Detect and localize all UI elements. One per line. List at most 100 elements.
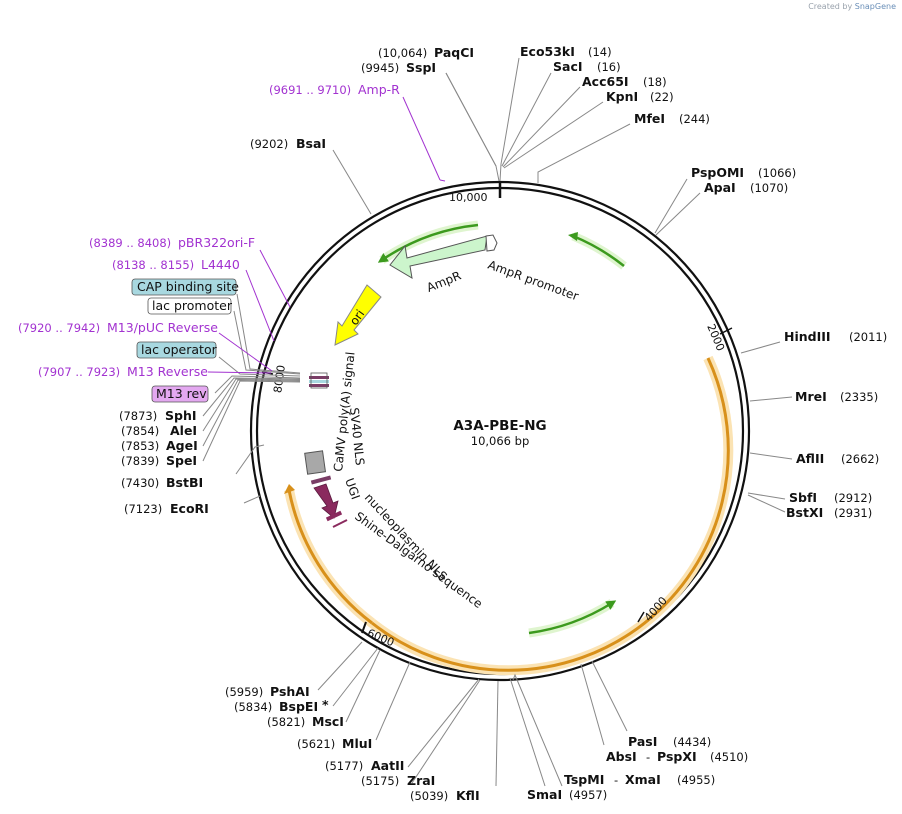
ampr-promoter-arrow <box>485 234 498 252</box>
enzyme-joiner-tspmi: - <box>614 773 618 787</box>
orange-feature-arc-2 <box>287 489 373 625</box>
enzyme-name-spei: SpeI <box>166 453 197 468</box>
enzyme-pos-aatii: (5177) <box>325 759 363 773</box>
connector-sspi <box>445 72 497 167</box>
enzyme-connectors <box>202 57 793 787</box>
primer-connectors <box>207 96 446 374</box>
enzyme-pos-ecori: (7123) <box>124 502 162 516</box>
primer-range-m13puc: (7920 .. 7942) <box>18 321 100 335</box>
enzyme-label-kpni: KpnI (22) <box>606 89 674 104</box>
enzyme-label-paqci: (10,064) PaqCI <box>378 45 474 60</box>
ori-feature-arrow <box>334 284 382 346</box>
connector-eco53ki <box>499 57 520 182</box>
cluster-bar-2 <box>309 380 329 383</box>
primer-range-m13rev: (7907 .. 7923) <box>38 365 120 379</box>
enzyme-label-mrei: MreI (2335) <box>795 389 878 404</box>
connector-kfli <box>495 680 499 787</box>
connector-spei <box>202 380 301 462</box>
connector-pspomi <box>654 178 688 234</box>
credit-prefix: Created by <box>808 2 853 11</box>
enzyme-star-bspei: * <box>322 697 329 712</box>
enzyme-pos-kfli: (5039) <box>410 789 448 803</box>
primer-connector-ampr <box>402 96 441 181</box>
enzyme-pos-acc65i: (18) <box>643 75 667 89</box>
primer-label-l4440: (8138 .. 8155) L4440 <box>112 257 240 272</box>
enzyme-pos-aflii: (2662) <box>841 452 879 466</box>
enzyme-pos-zrai: (5175) <box>361 774 399 788</box>
enzyme-name-zrai: ZraI <box>407 773 435 788</box>
enzyme-label-apai: ApaI (1070) <box>704 180 788 195</box>
boxed-lac-operator: lac operator <box>136 341 218 359</box>
connector-aflii <box>749 452 793 460</box>
lac-promoter-label: lac promoter <box>152 298 233 313</box>
enzyme-pos-bstxi: (2931) <box>834 506 872 520</box>
enzyme-label-acc65i: Acc65I (18) <box>582 74 667 89</box>
feature-label-sv40: SV40 NLS <box>347 407 367 466</box>
enzyme-pos-bstbi: (7430) <box>121 476 159 490</box>
enzyme-label-eco53ki: Eco53kI (14) <box>520 44 612 59</box>
tick-label-2000: 2000 <box>704 322 727 353</box>
connector-saci <box>501 72 552 167</box>
connector-absi <box>580 663 605 746</box>
enzyme-pos-sphi: (7873) <box>119 409 157 423</box>
primer-name-m13puc: M13/pUC Reverse <box>107 320 218 335</box>
enzyme-name-agei: AgeI <box>166 438 198 453</box>
cluster-outline <box>310 372 328 389</box>
enzyme-pos-paqci: (10,064) <box>378 46 427 60</box>
enzyme-name-eco53ki: Eco53kI <box>520 44 575 59</box>
plasmid-size: 10,066 bp <box>471 434 530 448</box>
enzyme-pos-xmai: (4955) <box>677 773 715 787</box>
enzyme-label-smai: SmaI (4957) <box>527 787 607 802</box>
connector-bstxi <box>747 494 786 513</box>
connector-apai <box>655 192 701 236</box>
tick-6000 <box>361 621 367 634</box>
enzyme-pos-kpni: (22) <box>650 90 674 104</box>
lac-operator-box <box>136 341 217 359</box>
enzyme-pos-pshai: (5959) <box>225 685 263 699</box>
primer-range-ampr: (9691 .. 9710) <box>269 83 351 97</box>
tick-4000 <box>637 611 645 623</box>
primer-range-l4440: (8138 .. 8155) <box>112 258 194 272</box>
shine-dalgarno-bar <box>332 519 348 528</box>
enzyme-pos-alei: (7854) <box>121 424 159 438</box>
connector-m13rev <box>214 375 301 394</box>
enzyme-name-absi: AbsI <box>606 749 637 764</box>
feature-label-shine-dalgarno: Shine-Dalgarno sequence <box>352 509 485 611</box>
plasmid-name: A3A-PBE-NG <box>453 418 546 434</box>
feature-label-ugi: UGI <box>342 476 363 501</box>
enzyme-name-paqci: PaqCI <box>434 45 474 60</box>
m13-rev-label: M13 rev <box>156 386 207 401</box>
enzyme-label-bsai: (9202) BsaI <box>250 136 326 151</box>
enzyme-name-pshai: PshAI <box>270 684 310 699</box>
enzyme-pos-sspi: (9945) <box>361 61 399 75</box>
enzyme-pos-bspei: (5834) <box>234 700 272 714</box>
cluster-bar-1 <box>309 376 329 379</box>
orange-feature-halo <box>368 355 734 676</box>
enzyme-name-alei: AleI <box>170 423 197 438</box>
enzyme-name-xmai: XmaI <box>625 772 661 787</box>
enzyme-label-saci: SacI (16) <box>553 59 621 74</box>
enzyme-label-mlui: (5621) MluI <box>297 736 372 751</box>
connector-mlui <box>375 661 411 741</box>
lac-promoter-box <box>147 297 232 315</box>
connector-pasi <box>591 660 628 732</box>
connector-ecori <box>243 495 261 504</box>
enzyme-label-sspi: (9945) SspI <box>361 60 436 75</box>
enzyme-name-acc65i: Acc65I <box>582 74 629 89</box>
enzyme-label-zrai: (5175) ZraI <box>361 773 435 788</box>
connector-hindiii <box>740 341 781 354</box>
enzyme-name-bstxi: BstXI <box>786 505 823 520</box>
ugi-feature-arrow <box>313 483 339 519</box>
primer-name-l4440: L4440 <box>201 257 240 272</box>
connector-sphi <box>202 377 301 417</box>
primer-label-m13puc: (7920 .. 7942) M13/pUC Reverse <box>18 320 218 335</box>
enzyme-name-saci: SacI <box>553 59 583 74</box>
enzyme-name-sphi: SphI <box>165 408 197 423</box>
enzyme-name-hindiii: HindIII <box>784 329 831 344</box>
connector-aatii <box>407 678 480 768</box>
enzyme-pos-pspxi: (4510) <box>710 750 748 764</box>
orange-feature-arc <box>371 357 730 672</box>
green-arc-bottom <box>528 600 617 635</box>
enzyme-name-mrei: MreI <box>795 389 827 404</box>
